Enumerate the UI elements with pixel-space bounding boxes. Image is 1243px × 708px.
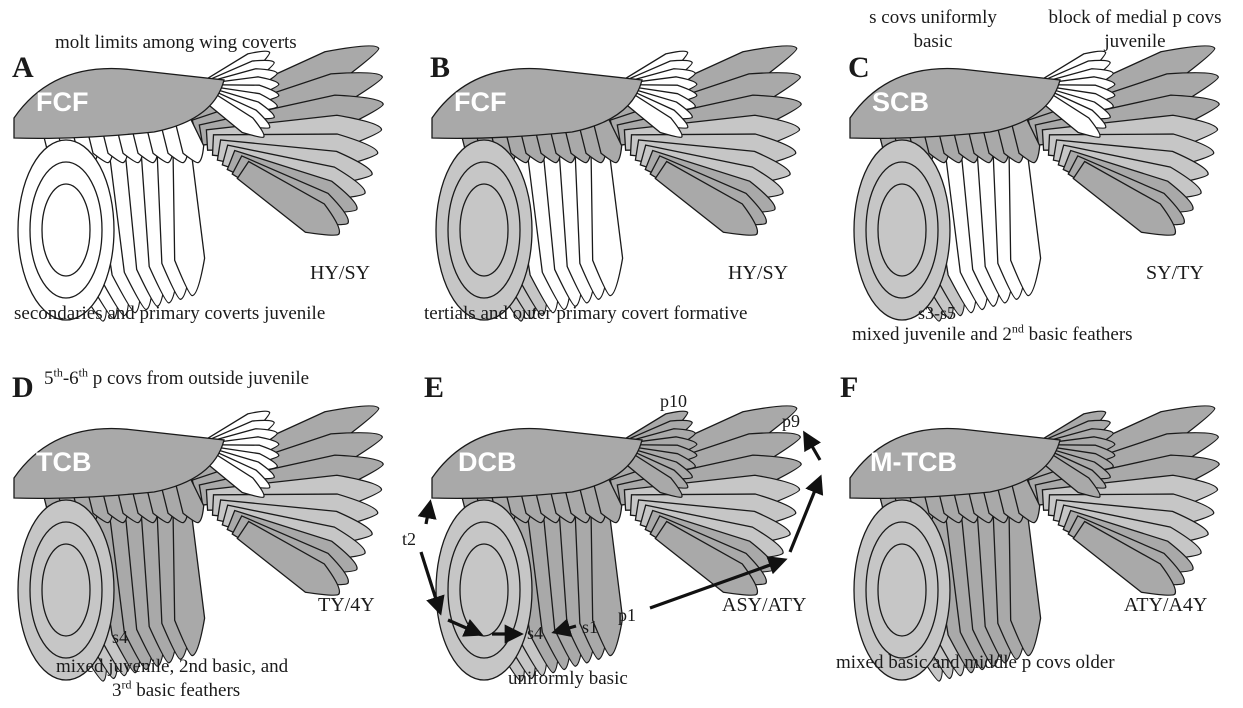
panel-a-age: HY/SY — [310, 262, 370, 284]
panel-a-bottom-caption: secondaries and primary coverts juvenile — [14, 303, 325, 325]
panel-e-letter: E — [424, 373, 444, 403]
tertial-feather — [18, 140, 114, 320]
panel-a-top-caption: molt limits among wing coverts — [55, 32, 297, 54]
panel-a-code: FCF — [36, 88, 88, 116]
panel-e — [418, 380, 818, 708]
panel-e-code: DCB — [458, 448, 517, 476]
wing-illustration — [836, 20, 1236, 360]
panel-d-code: TCB — [36, 448, 92, 476]
panel-d-s-label: s4 — [112, 628, 128, 646]
panel-a-letter: A — [12, 53, 34, 83]
panel-c — [836, 20, 1236, 360]
tertial-feather — [436, 500, 532, 680]
panel-e-p9-label: p9 — [782, 412, 800, 430]
panel-d-bottom-caption-1: mixed juvenile, 2nd basic, and — [56, 656, 288, 678]
panel-e-age: ASY/ATY — [722, 594, 806, 616]
panel-d-bottom-caption-2: 3rd basic feathers — [112, 680, 240, 702]
panel-e-s4-label: s4 — [527, 624, 543, 642]
panel-e-t2-label: t2 — [402, 530, 416, 548]
panel-c-code: SCB — [872, 88, 929, 116]
panel-d-letter: D — [12, 373, 34, 403]
panel-c-age: SY/TY — [1146, 262, 1204, 284]
panel-b-age: HY/SY — [728, 262, 788, 284]
panel-e-p1-label: p1 — [618, 606, 636, 624]
panel-c-letter: C — [848, 53, 870, 83]
panel-f-letter: F — [840, 373, 858, 403]
tertial-feather — [18, 500, 114, 680]
panel-e-p10-label: p10 — [660, 392, 687, 410]
wing-illustration — [418, 380, 818, 708]
panel-f-bottom-caption: mixed basic and middle p covs older — [836, 652, 1115, 674]
panel-e-bottom-caption: uniformly basic — [508, 668, 628, 690]
panel-f-age: ATY/A4Y — [1124, 594, 1207, 616]
panel-d-age: TY/4Y — [318, 594, 375, 616]
panel-d-top-caption: 5th-6th p covs from outside juvenile — [44, 368, 309, 390]
panel-c-top-caption-right: block of medial p covs juvenile — [1040, 6, 1230, 54]
panel-f-code: M-TCB — [870, 448, 957, 476]
panel-c-s-label: s3-s5 — [918, 304, 956, 322]
panel-c-bottom-caption: mixed juvenile and 2nd basic feathers — [852, 324, 1133, 346]
tertial-feather — [854, 140, 950, 320]
panel-b-bottom-caption: tertials and outer primary covert format… — [424, 303, 747, 325]
panel-e-s1-label: s1 — [582, 618, 598, 636]
panel-b-letter: B — [430, 53, 450, 83]
panel-c-top-caption-left: s covs uniformly basic — [858, 6, 1008, 54]
panel-b-code: FCF — [454, 88, 506, 116]
tertial-feather — [436, 140, 532, 320]
